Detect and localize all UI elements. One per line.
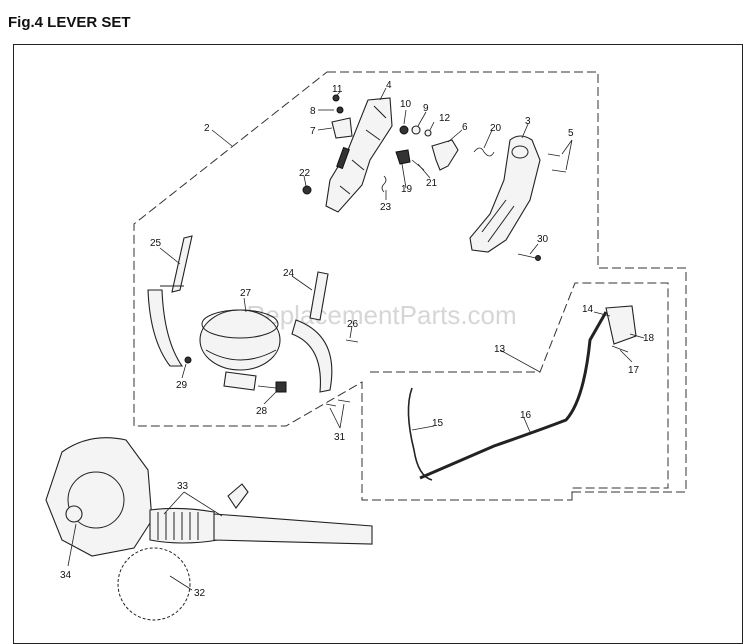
callout-17: 17 <box>628 365 640 376</box>
screw-31b-part <box>337 399 351 403</box>
bracket-14-part <box>605 305 637 345</box>
lever-housing-part <box>325 97 393 213</box>
callout-16: 16 <box>520 410 532 421</box>
callout-7: 7 <box>310 126 316 137</box>
figure-title: Fig.4 LEVER SET <box>8 14 131 31</box>
spring-20-part <box>473 147 495 157</box>
callout-19: 19 <box>401 184 413 195</box>
throttle-cable-16-part <box>419 311 608 480</box>
callout-14: 14 <box>582 304 594 315</box>
callout-32: 32 <box>194 588 206 599</box>
callout-13: 13 <box>494 344 506 355</box>
callout-27: 27 <box>240 288 252 299</box>
throttle-trigger-part <box>431 139 459 171</box>
screw-26-part <box>345 339 359 343</box>
callout-4: 4 <box>386 80 392 91</box>
screw-5b-part <box>551 169 567 173</box>
callout-12: 12 <box>439 113 451 124</box>
callout-31: 31 <box>334 432 346 443</box>
clamp-arm-25-part <box>147 235 193 367</box>
callout-30: 30 <box>537 234 549 245</box>
callout-15: 15 <box>432 418 444 429</box>
screw-31a-part <box>325 403 337 407</box>
lever-19-part <box>395 149 411 165</box>
screw-30-part <box>517 253 537 259</box>
watermark-text: eReplacementParts.com <box>232 300 517 330</box>
nut-29-part <box>184 356 192 364</box>
nut-22-part <box>302 185 312 195</box>
spring-23-part <box>381 175 387 193</box>
blower-machine-illustration <box>45 437 373 621</box>
callout-6: 6 <box>462 122 468 133</box>
callout-29: 29 <box>176 380 188 391</box>
callout-11: 11 <box>332 84 343 95</box>
callout-9: 9 <box>423 103 429 114</box>
callout-25: 25 <box>150 238 162 249</box>
bolt-28-part <box>257 381 287 393</box>
callout-labels: 2 3 4 5 6 7 8 9 10 11 12 13 14 15 16 17 … <box>60 80 655 599</box>
screw-5a-part <box>547 153 561 157</box>
handle-grip-part <box>469 135 541 253</box>
callout-28: 28 <box>256 406 268 417</box>
callout-10: 10 <box>400 99 412 110</box>
callout-33: 33 <box>177 481 189 492</box>
callout-26: 26 <box>347 319 359 330</box>
leader-lines <box>67 87 645 591</box>
washer-9-part <box>411 125 421 135</box>
callout-18: 18 <box>643 333 655 344</box>
callout-34: 34 <box>60 570 72 581</box>
band-ring-part <box>199 309 281 391</box>
washer-12-part <box>424 129 432 137</box>
callout-20: 20 <box>490 123 502 134</box>
clip-part <box>331 94 353 139</box>
lever-group-boundary <box>133 71 687 501</box>
callout-23: 23 <box>380 202 392 213</box>
clamp-arm-24-part <box>291 271 333 393</box>
washer-10-part <box>399 125 409 135</box>
callout-5: 5 <box>568 128 574 139</box>
callout-2: 2 <box>204 123 210 134</box>
callout-3: 3 <box>525 116 531 127</box>
callout-21: 21 <box>426 178 438 189</box>
callout-22: 22 <box>299 168 311 179</box>
cable-15-part <box>407 387 433 481</box>
clip-17-18-part <box>611 345 629 353</box>
callout-24: 24 <box>283 268 295 279</box>
callout-8: 8 <box>310 106 316 117</box>
parts-diagram: eReplacementParts.com <box>45 71 687 621</box>
